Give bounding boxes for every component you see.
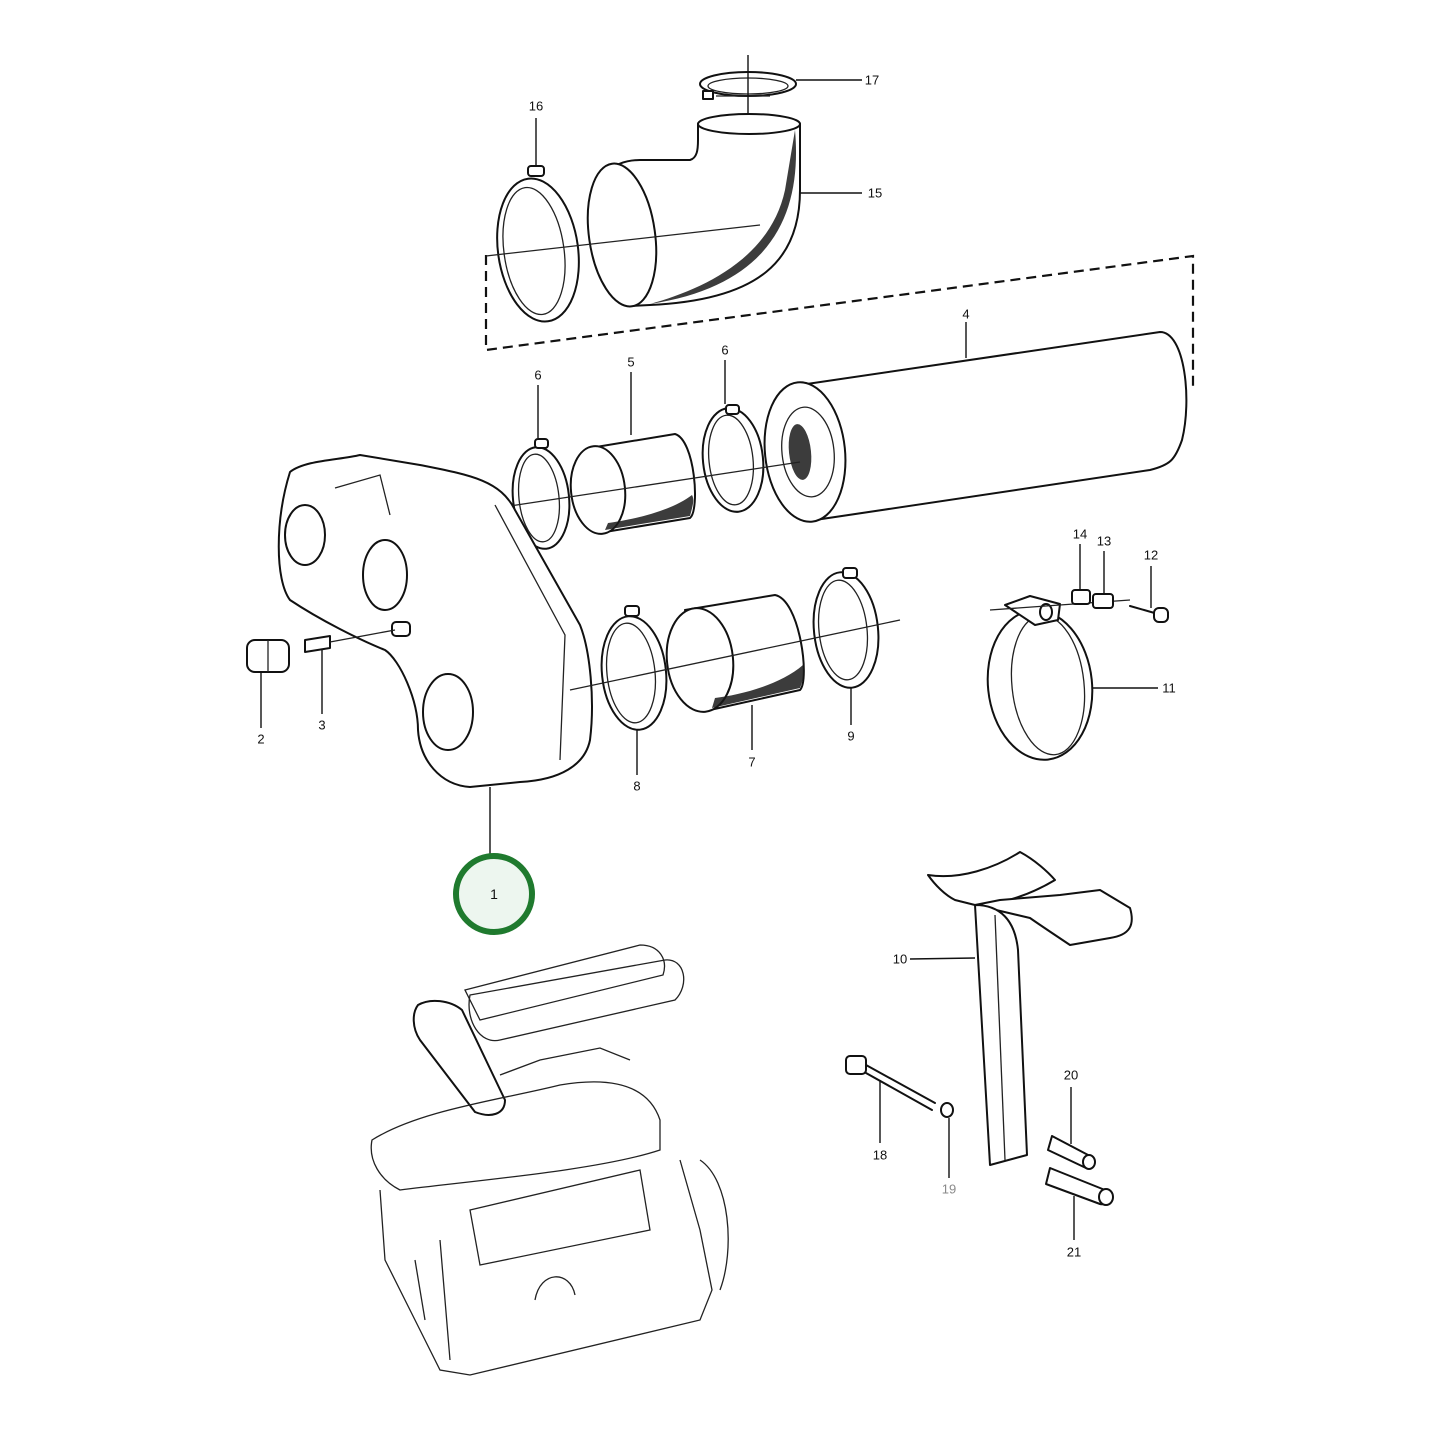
callout-5[interactable]: 5 [627, 354, 635, 370]
elbow-hose-15 [586, 113, 862, 308]
callout-21[interactable]: 21 [1066, 1244, 1082, 1260]
bolt-18 [845, 1055, 936, 1143]
callout-9[interactable]: 9 [847, 728, 855, 744]
callout-2[interactable]: 2 [257, 731, 265, 747]
clamp-6-left [511, 385, 571, 550]
engine-illustration [370, 944, 729, 1376]
callout-20[interactable]: 20 [1063, 1067, 1079, 1083]
callout-17[interactable]: 17 [864, 72, 880, 88]
washer-13 [1092, 551, 1114, 609]
callout-4[interactable]: 4 [962, 306, 970, 322]
plug-2 [246, 639, 290, 728]
bolt-12 [1129, 566, 1169, 623]
callout-1: 1 [490, 886, 498, 902]
clamp-17 [699, 55, 862, 125]
clamp-16 [496, 118, 580, 323]
callout-6-left[interactable]: 6 [534, 367, 542, 383]
nut-14 [1071, 544, 1091, 605]
clamp-6-right [701, 360, 765, 513]
support-bracket-10 [909, 851, 1133, 1166]
highlighted-callout-1[interactable]: 1 [453, 853, 535, 935]
callout-13[interactable]: 13 [1096, 533, 1112, 549]
intake-manifold-1 [277, 454, 593, 855]
air-cleaner-4 [763, 322, 1188, 523]
callout-15[interactable]: 15 [867, 185, 883, 201]
callout-3[interactable]: 3 [318, 717, 326, 733]
callout-11[interactable]: 11 [1162, 680, 1176, 696]
callout-12[interactable]: 12 [1143, 547, 1159, 563]
hose-5 [569, 372, 696, 535]
fitting-3 [304, 629, 396, 714]
spacer-21 [1045, 1167, 1114, 1240]
callout-14[interactable]: 14 [1072, 526, 1088, 542]
washer-19 [940, 1102, 954, 1178]
callout-16[interactable]: 16 [528, 98, 544, 114]
callout-6-right[interactable]: 6 [721, 342, 729, 358]
spacer-20 [1047, 1087, 1096, 1170]
callout-19[interactable]: 19 [941, 1181, 957, 1197]
band-clamp-11 [986, 595, 1158, 761]
hose-7 [665, 594, 805, 750]
clamp-8 [600, 605, 668, 775]
callout-8[interactable]: 8 [633, 778, 641, 794]
callout-7[interactable]: 7 [748, 754, 756, 770]
callout-10[interactable]: 10 [892, 951, 908, 967]
callout-18[interactable]: 18 [872, 1147, 888, 1163]
clamp-9 [812, 567, 880, 725]
